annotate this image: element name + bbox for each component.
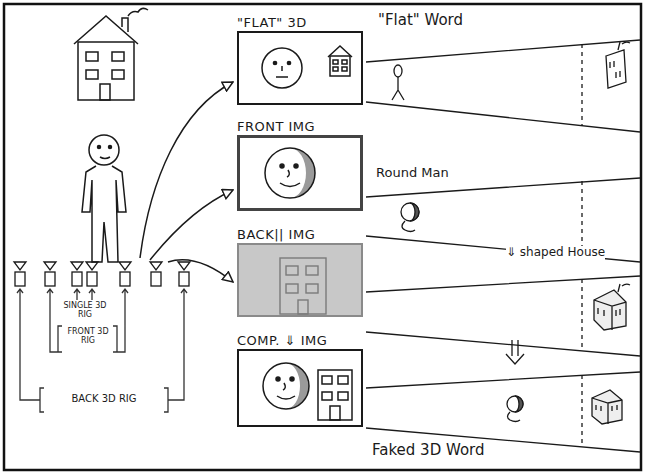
- panel-frame: [237, 349, 363, 427]
- flat-world-figures: [392, 42, 630, 100]
- panel-heading: BACK|| IMG: [237, 226, 363, 243]
- back-panel-ground: [239, 245, 361, 315]
- back-house-drawing: [280, 258, 326, 314]
- panel-heading: FRONT IMG: [237, 118, 363, 135]
- composite-drawing: [263, 363, 352, 420]
- man-drawing: [82, 135, 126, 262]
- rig-label: FRONT 3D RIG: [62, 327, 114, 345]
- panel-heading: COMP. ⇓ IMG: [237, 332, 363, 349]
- shaped-house-figure: [594, 284, 630, 330]
- back-image-panel: BACK|| IMG: [237, 226, 363, 317]
- composite-image-panel: COMP. ⇓ IMG: [237, 332, 363, 427]
- world-strips: [366, 40, 640, 452]
- panel-heading: "FLAT" 3D: [237, 14, 363, 31]
- panel-frame: [237, 135, 363, 211]
- front-image-panel: FRONT IMG: [237, 118, 363, 211]
- world-title: "Flat" Word: [378, 12, 463, 29]
- frame: [4, 4, 641, 470]
- world-title: Faked 3D Word: [372, 442, 485, 459]
- round-face-drawing: [265, 148, 315, 198]
- panel-frame: [237, 31, 363, 105]
- rig-arrows: [140, 82, 233, 282]
- world-title: ⇓ shaped House: [506, 246, 605, 260]
- flat-3d-panel: "FLAT" 3D: [237, 14, 363, 105]
- camera-row: [14, 262, 190, 286]
- panel-frame: [237, 243, 363, 317]
- down-arrow: [506, 340, 524, 364]
- rig-label: SINGLE 3D RIG: [60, 301, 110, 319]
- faked-world-figures: [507, 390, 622, 424]
- house-drawing: [74, 8, 148, 100]
- round-man-figure: [401, 203, 419, 232]
- rig-label: BACK 3D RIG: [44, 393, 164, 405]
- world-title: Round Man: [376, 166, 449, 181]
- rig-brackets: [17, 289, 187, 412]
- flat-face-drawing: [262, 46, 352, 88]
